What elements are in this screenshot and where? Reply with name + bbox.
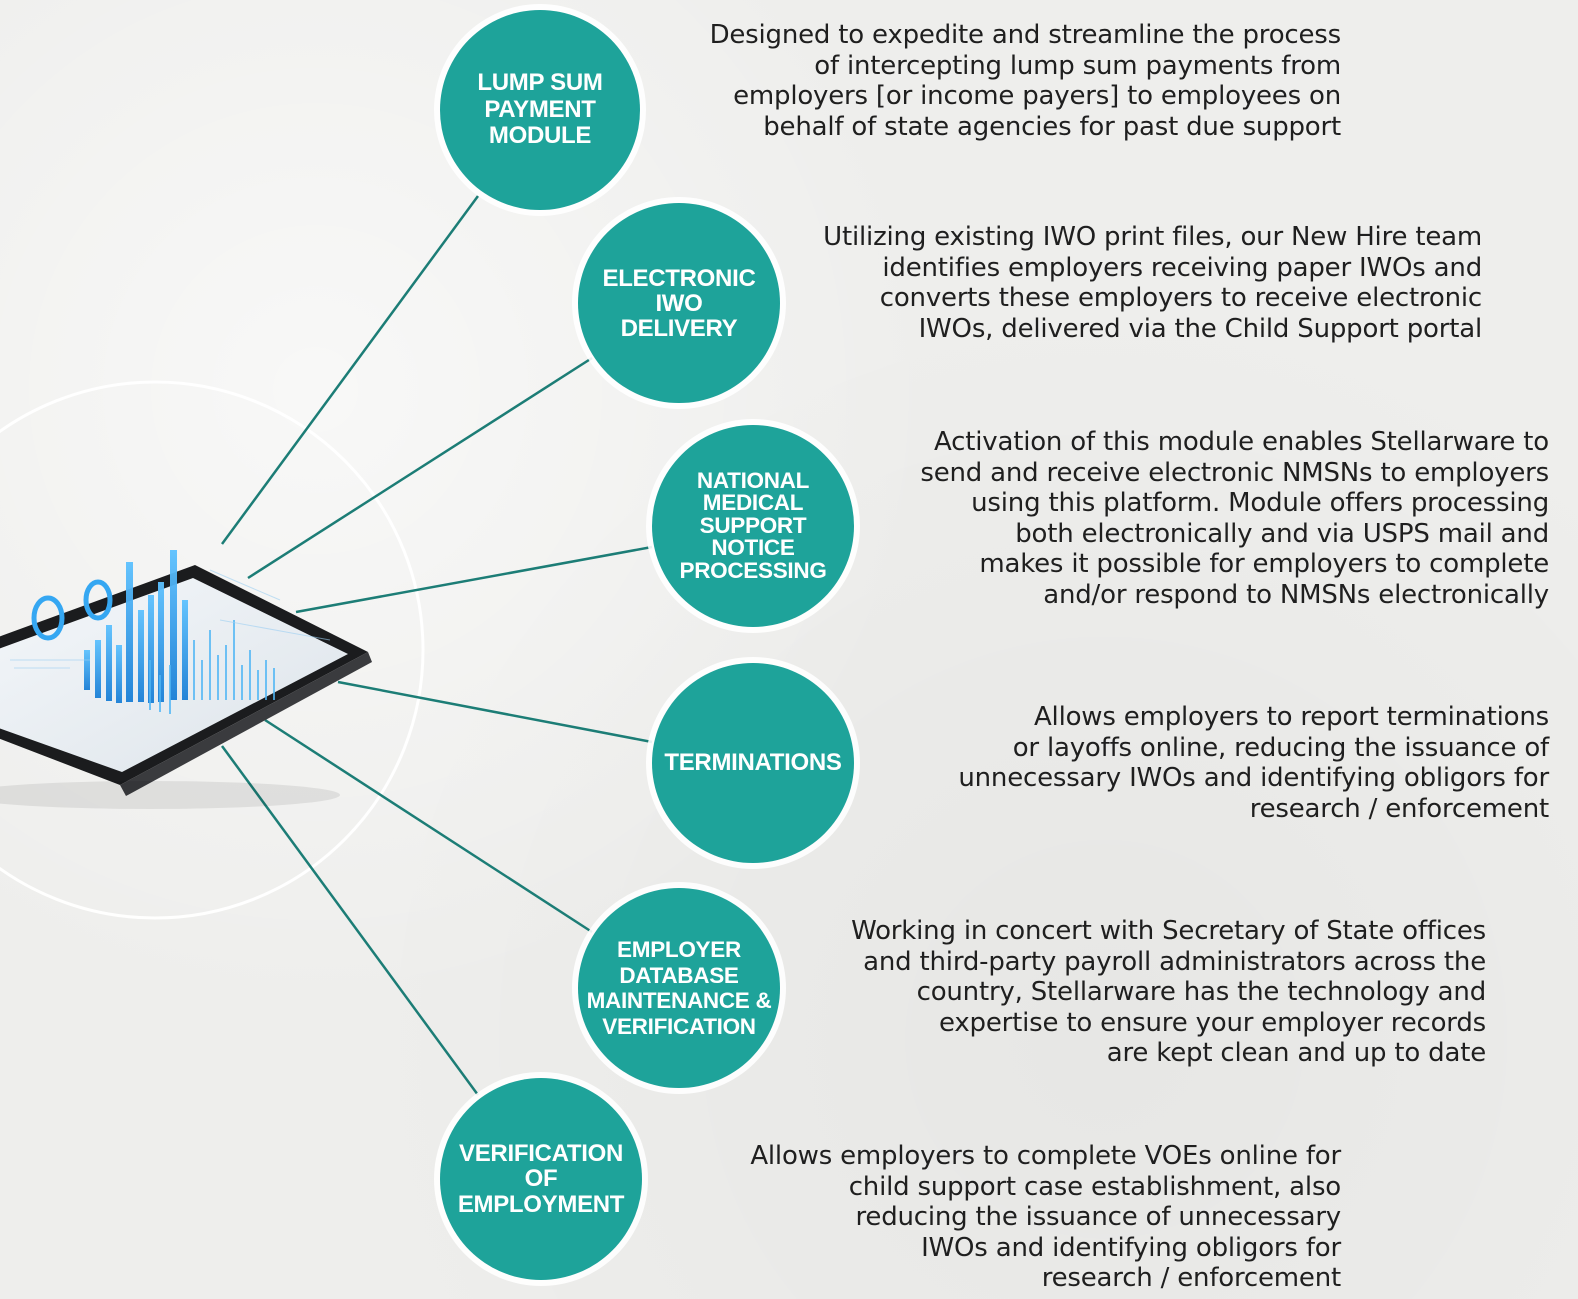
module-description-electronic-iwo: Utilizing existing IWO print files, our … (823, 222, 1482, 344)
connector-electronic-iwo (247, 356, 593, 580)
module-circle-employer-db: EMPLOYER DATABASE MAINTENANCE & VERIFICA… (578, 888, 780, 1088)
module-description-lump-sum: Designed to expedite and streamline the … (709, 20, 1342, 142)
module-description-nmsn: Activation of this module enables Stella… (920, 427, 1549, 610)
module-title-terminations: TERMINATIONS (664, 749, 842, 776)
module-circle-lump-sum: LUMP SUM PAYMENT MODULE (440, 10, 640, 210)
module-title-voe: VERIFICATION OF EMPLOYMENT (457, 1139, 625, 1218)
connector-employer-db (264, 718, 593, 934)
connector-nmsn (295, 545, 653, 614)
tablet-analytics-image (0, 550, 372, 809)
connector-voe (220, 745, 480, 1096)
module-description-terminations: Allows employers to report terminations … (958, 702, 1549, 824)
module-circle-voe: VERIFICATION OF EMPLOYMENT (440, 1078, 642, 1280)
module-description-employer-db: Working in concert with Secretary of Sta… (851, 916, 1486, 1068)
module-title-employer-db: EMPLOYER DATABASE MAINTENANCE & VERIFICA… (586, 937, 772, 1039)
module-title-nmsn: NATIONAL MEDICAL SUPPORT NOTICE PROCESSI… (679, 467, 827, 583)
connector-lines (220, 195, 653, 1096)
module-title-electronic-iwo: ELECTRONIC IWO DELIVERY (602, 264, 756, 342)
connector-lump-sum (220, 195, 480, 545)
module-description-voe: Allows employers to complete VOEs online… (750, 1141, 1341, 1293)
module-circle-terminations: TERMINATIONS (652, 663, 854, 863)
connector-terminations (337, 680, 653, 744)
orbit-circle (0, 380, 425, 920)
module-circle-electronic-iwo: ELECTRONIC IWO DELIVERY (578, 203, 780, 403)
module-circle-nmsn: NATIONAL MEDICAL SUPPORT NOTICE PROCESSI… (652, 425, 854, 627)
module-title-lump-sum: LUMP SUM PAYMENT MODULE (477, 69, 603, 150)
